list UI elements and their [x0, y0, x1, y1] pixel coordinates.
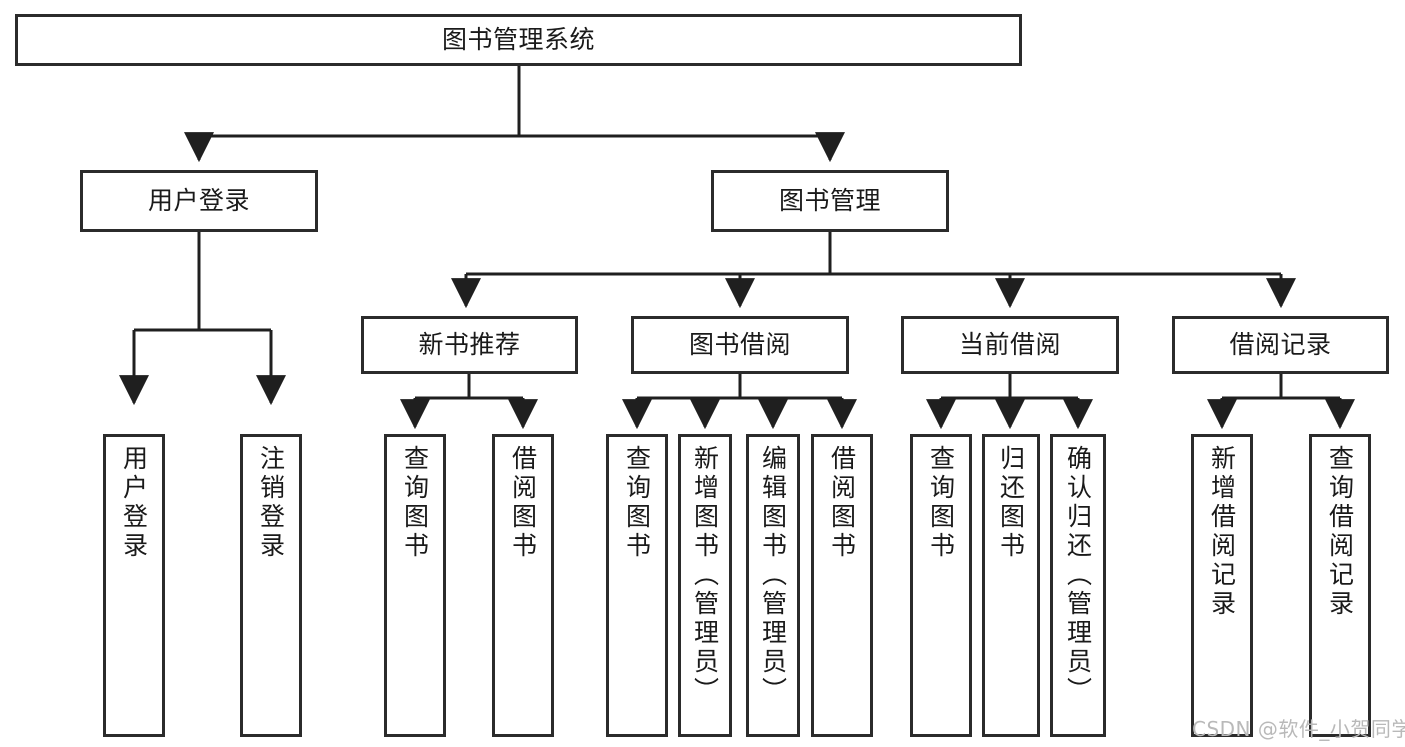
node-label: 查询图书 [622, 445, 652, 561]
node-label: 借阅记录 [1229, 330, 1332, 360]
leaf-borrow-query-book[interactable]: 查询图书 [606, 434, 668, 737]
node-label: 查询图书 [926, 445, 956, 561]
node-user-login[interactable]: 用户登录 [80, 170, 318, 232]
node-borrow-record[interactable]: 借阅记录 [1172, 316, 1389, 374]
leaf-borrow-edit-book-admin[interactable]: 编辑图书（管理员） [746, 434, 800, 737]
leaf-logout[interactable]: 注销登录 [240, 434, 302, 737]
node-label: 查询借阅记录 [1325, 445, 1355, 619]
node-label: 图书管理 [778, 186, 881, 216]
node-label: 新书推荐 [418, 330, 521, 360]
node-book-management[interactable]: 图书管理 [711, 170, 949, 232]
node-label: 当前借阅 [958, 330, 1061, 360]
leaf-borrow-borrow-book[interactable]: 借阅图书 [811, 434, 873, 737]
node-label: 注销登录 [256, 445, 286, 561]
node-label: 查询图书 [400, 445, 430, 561]
node-label: 归还图书 [996, 445, 1026, 561]
watermark-csdn: CSDN @软件_小贺同学 [1192, 717, 1405, 741]
node-label: 用户登录 [147, 186, 250, 216]
leaf-current-return-book[interactable]: 归还图书 [982, 434, 1040, 737]
node-label: 确认归还（管理员） [1063, 445, 1093, 706]
leaf-recommend-borrow-book[interactable]: 借阅图书 [492, 434, 554, 737]
node-label: 图书借阅 [688, 330, 791, 360]
node-label: 借阅图书 [827, 445, 857, 561]
node-root-system[interactable]: 图书管理系统 [15, 14, 1022, 66]
node-label: 新增借阅记录 [1207, 445, 1237, 619]
leaf-current-confirm-return-admin[interactable]: 确认归还（管理员） [1050, 434, 1106, 737]
leaf-current-query-book[interactable]: 查询图书 [910, 434, 972, 737]
node-label: 用户登录 [119, 445, 149, 561]
node-label: 借阅图书 [508, 445, 538, 561]
node-new-book-recommend[interactable]: 新书推荐 [361, 316, 578, 374]
node-label: 编辑图书（管理员） [758, 445, 788, 706]
leaf-borrow-add-book-admin[interactable]: 新增图书（管理员） [678, 434, 732, 737]
node-label: 图书管理系统 [441, 25, 595, 55]
node-book-borrow[interactable]: 图书借阅 [631, 316, 849, 374]
node-label: 新增图书（管理员） [690, 445, 720, 706]
leaf-recommend-query-book[interactable]: 查询图书 [384, 434, 446, 737]
node-current-borrow[interactable]: 当前借阅 [901, 316, 1119, 374]
leaf-record-query[interactable]: 查询借阅记录 [1309, 434, 1371, 737]
leaf-record-add[interactable]: 新增借阅记录 [1191, 434, 1253, 737]
leaf-user-login[interactable]: 用户登录 [103, 434, 165, 737]
